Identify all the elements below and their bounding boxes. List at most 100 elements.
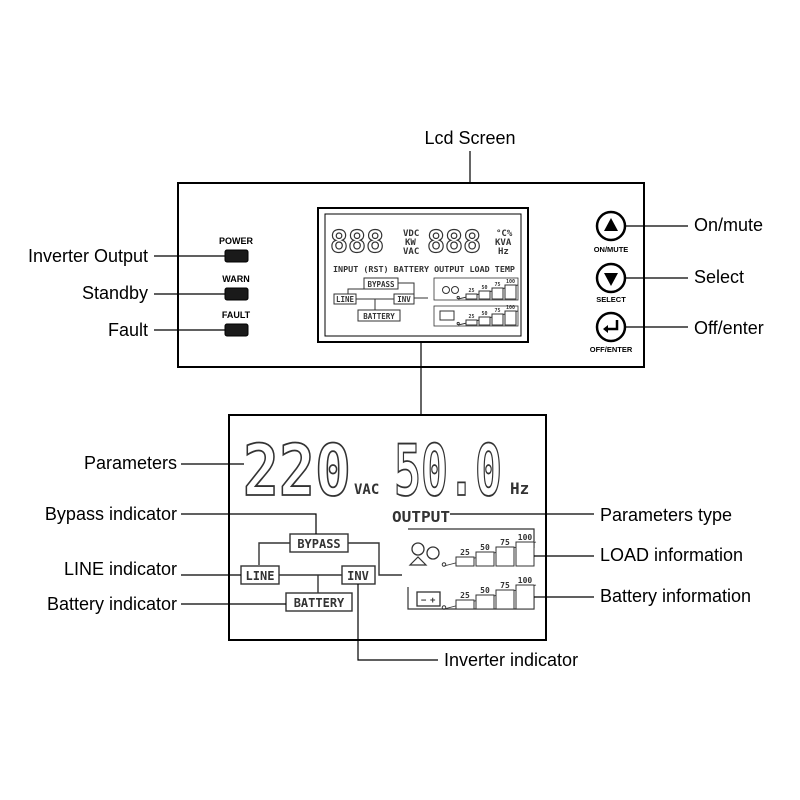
small-lcd-unit-kva: KVA (495, 238, 512, 248)
big-load-origin-dot (441, 562, 447, 567)
led-warn (224, 287, 249, 301)
battery-icon (416, 591, 441, 607)
big-batt-origin-dot (441, 605, 447, 610)
off-enter-button[interactable] (595, 311, 627, 343)
big-batt-label-50: 50 (480, 586, 490, 595)
big-load-bar-75 (495, 546, 515, 567)
callout-on-mute: On/mute (694, 215, 763, 235)
small-batt-label-75: 75 (494, 308, 500, 314)
small-lcd-unit-kw: KW (405, 238, 416, 248)
small-load-label-50: 50 (481, 285, 487, 291)
small-batt-bar-50 (478, 316, 491, 326)
on-mute-button-label: ON/MUTE (594, 245, 629, 254)
big-lcd-bypass: BYPASS (297, 537, 340, 551)
led-label-fault: FAULT (222, 310, 251, 320)
small-load-bar-50 (478, 290, 491, 300)
small-lcd-digits-left: 888 (330, 225, 384, 260)
callout-battery-information: Battery information (600, 586, 751, 606)
big-lcd-bypass-left-wire (258, 542, 290, 565)
off-enter-button-ring[interactable] (595, 311, 627, 343)
big-batt-label-100: 100 (518, 576, 533, 585)
small-load-origin-dot (456, 295, 460, 300)
small-lcd-status-row: INPUT (RST) BATTERY OUTPUT LOAD TEMP (333, 264, 515, 274)
led-power (224, 249, 249, 263)
small-lcd-load-icon (442, 286, 450, 294)
small-lcd-unit-hz: Hz (498, 247, 509, 257)
small-batt-label-25: 25 (468, 314, 474, 320)
big-lcd-screen: 220 VAC 50.0 Hz OUTPUT BYPASS LINE INV B… (228, 414, 547, 641)
small-lcd-battery-icon (439, 310, 455, 321)
callout-bypass-indicator: Bypass indicator (45, 504, 177, 524)
small-batt-bar-25 (465, 319, 478, 326)
big-batt-bar-100 (515, 584, 535, 610)
big-load-label-100: 100 (518, 533, 533, 542)
callout-off-enter: Off/enter (694, 318, 764, 338)
callout-standby: Standby (82, 283, 148, 303)
small-lcd-bypass-right-wire (398, 282, 428, 299)
small-lcd-load-gauge: 25 50 75 100 (433, 277, 519, 301)
callout-fault: Fault (108, 320, 148, 340)
big-load-label-50: 50 (480, 543, 490, 552)
big-batt-bar-50 (475, 594, 495, 610)
big-lcd-line: LINE (246, 569, 275, 583)
callout-inverter-output: Inverter Output (28, 246, 148, 266)
callout-inverter-indicator: Inverter indicator (444, 650, 578, 670)
on-mute-button[interactable] (595, 210, 627, 242)
small-batt-label-50: 50 (481, 311, 487, 317)
big-lcd-inv: INV (347, 569, 369, 583)
small-lcd-bypass-left-wire (347, 288, 364, 294)
enter-arrow-head-icon (603, 325, 608, 333)
small-lcd-load-frame (433, 277, 519, 301)
down-arrow-icon (604, 273, 618, 286)
big-lcd-frequency-value: 50.0 (394, 430, 502, 512)
big-load-bar-50 (475, 551, 495, 567)
small-lcd-inv: INV (397, 295, 411, 304)
big-batt-label-75: 75 (500, 581, 510, 590)
small-load-bar-25 (465, 293, 478, 300)
big-batt-bar-25 (455, 599, 475, 610)
led-fault (224, 323, 249, 337)
small-load-label-75: 75 (494, 282, 500, 288)
small-load-label-25: 25 (468, 288, 474, 294)
off-enter-button-label: OFF/ENTER (590, 345, 633, 354)
up-arrow-icon (604, 218, 618, 231)
big-batt-bar-75 (495, 589, 515, 610)
big-load-label-25: 25 (460, 548, 470, 557)
load-device-icon (426, 546, 440, 560)
led-label-warn: WARN (222, 274, 250, 284)
small-batt-origin-dot (456, 321, 460, 326)
small-load-bar-100 (504, 284, 517, 300)
callout-lcd-screen: Lcd Screen (424, 128, 515, 148)
select-button[interactable] (595, 262, 627, 294)
small-lcd-load-icon-2 (451, 286, 459, 294)
callout-line-indicator: LINE indicator (64, 559, 177, 579)
small-batt-bar-75 (491, 313, 504, 326)
big-lcd-battery-box (285, 592, 353, 612)
small-lcd-digits-right: 888 (427, 225, 481, 260)
enter-arrow-icon (606, 320, 619, 331)
select-button-label: SELECT (596, 295, 626, 304)
leader-inverter-indicator (357, 584, 438, 661)
small-lcd-inv-box (393, 293, 415, 305)
small-load-label-100: 100 (506, 279, 515, 285)
small-lcd-unit-vdc: VDC (403, 229, 419, 239)
battery-plus-icon: + (430, 596, 436, 606)
small-lcd-bypass: BYPASS (367, 280, 395, 289)
big-lcd-voltage-unit: VAC (354, 482, 379, 498)
big-lcd-voltage-value: 220 (243, 430, 351, 512)
load-person-icon (411, 542, 425, 556)
leader-bypass-indicator (181, 513, 317, 534)
small-lcd-batt-frame (433, 305, 519, 327)
small-batt-bar-100 (504, 310, 517, 326)
small-lcd-screen: 888 VDC KW VAC 888 °C% KVA Hz INPUT (RST… (317, 207, 529, 343)
big-lcd-bypass-right-wire (348, 542, 402, 576)
callout-load-information: LOAD information (600, 545, 743, 565)
callout-battery-indicator: Battery indicator (47, 594, 177, 614)
big-lcd-battery: BATTERY (294, 596, 345, 610)
big-lcd-frequency-unit: Hz (510, 479, 529, 498)
big-load-bar-100 (515, 541, 535, 567)
small-lcd-unit-temp: °C% (496, 229, 513, 239)
load-base-icon (408, 556, 428, 566)
